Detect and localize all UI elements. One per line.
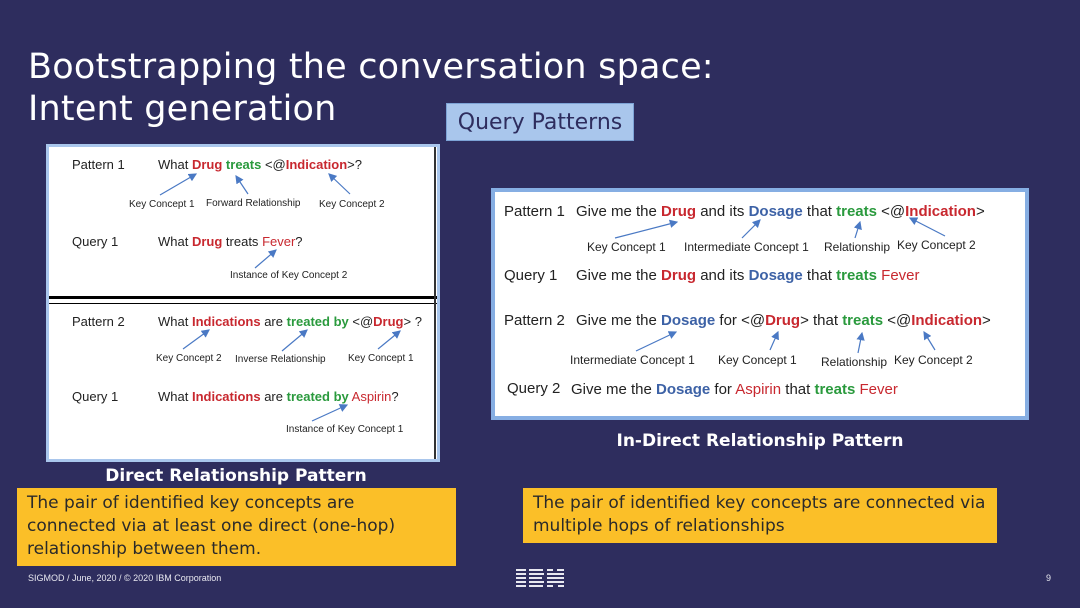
indirect-pattern-1-text: Give me the Drug and its Dosage that tre… [576,203,985,220]
annotation-key-concept-2: Key Concept 2 [894,353,973,367]
annotation-forward-relationship: Forward Relationship [206,198,301,209]
annotation-key-concept-2: Key Concept 2 [319,199,385,210]
indirect-pattern-note: The pair of identified key concepts are … [523,488,997,543]
panel-edge-line [434,147,436,459]
direct-query-2-text: What Indications are treated by Aspirin? [158,389,399,404]
indirect-query-2-label: Query 2 [507,380,561,397]
indirect-pattern-caption: In-Direct Relationship Pattern [616,431,904,451]
direct-pattern-2-text: What Indications are treated by <@Drug> … [158,314,422,329]
indirect-query-1-text: Give me the Drug and its Dosage that tre… [576,267,920,284]
page-number: 9 [1046,573,1052,583]
title-line-1: Bootstrapping the conversation space: [28,47,714,87]
annotation-key-concept-2: Key Concept 2 [897,238,976,252]
annotation-instance-key-concept-1: Instance of Key Concept 1 [286,424,404,435]
indirect-pattern-1-label: Pattern 1 [504,203,565,220]
title-line-2: Intent generation [28,89,337,129]
annotation-relationship: Relationship [824,240,891,254]
indirect-pattern-2-text: Give me the Dosage for <@Drug> that trea… [576,312,991,329]
indirect-query-2-text: Give me the Dosage for Aspirin that trea… [571,381,898,398]
annotation-key-concept-1: Key Concept 1 [348,353,414,364]
indirect-query-1-label: Query 1 [504,267,558,284]
annotation-intermediate-concept-1: Intermediate Concept 1 [570,353,695,367]
direct-query-1-text: What Drug treats Fever? [158,234,303,249]
direct-pattern-1-label: Pattern 1 [72,157,125,172]
annotation-key-concept-2: Key Concept 2 [156,353,222,364]
panel-divider-thin [49,303,437,304]
direct-pattern-caption: Direct Relationship Pattern [105,466,367,486]
direct-query-1-label: Query 1 [72,234,119,249]
direct-pattern-1-text: What Drug treats <@Indication>? [158,157,362,172]
panel-divider [49,296,437,299]
annotation-key-concept-1: Key Concept 1 [718,353,797,367]
annotation-key-concept-1: Key Concept 1 [129,199,195,210]
annotation-inverse-relationship: Inverse Relationship [235,354,326,365]
direct-pattern-2-label: Pattern 2 [72,314,125,329]
annotation-intermediate-concept-1: Intermediate Concept 1 [684,240,809,254]
annotation-instance-key-concept-2: Instance of Key Concept 2 [230,270,348,281]
annotation-relationship: Relationship [821,355,888,369]
direct-pattern-note: The pair of identified key concepts are … [17,488,456,566]
direct-query-2-label: Query 1 [72,389,119,404]
annotation-key-concept-1: Key Concept 1 [587,240,666,254]
slide-title: Bootstrapping the conversation space: In… [28,46,714,130]
indirect-pattern-2-label: Pattern 2 [504,312,565,329]
query-patterns-label: Query Patterns [446,103,634,141]
ibm-logo [516,569,564,587]
footer-text: SIGMOD / June, 2020 / © 2020 IBM Corpora… [28,573,222,583]
